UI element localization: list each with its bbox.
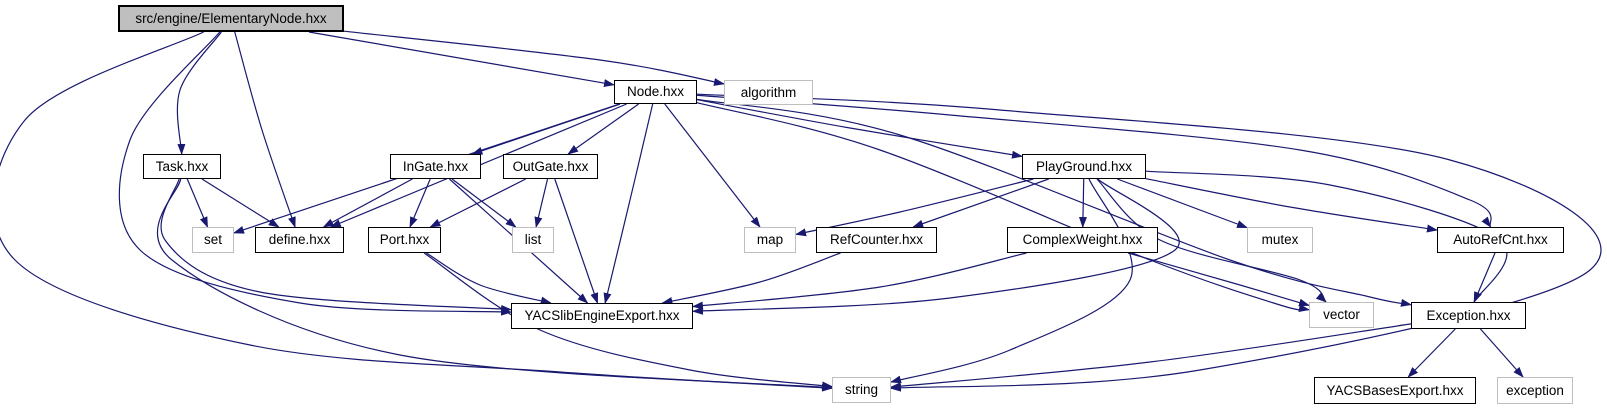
graph-node-refcounter[interactable]: RefCounter.hxx bbox=[816, 227, 937, 253]
edge-root-to-node bbox=[308, 31, 615, 88]
graph-node-node[interactable]: Node.hxx bbox=[614, 80, 697, 104]
edge-task-to-define bbox=[201, 178, 280, 228]
edge-node-to-yacslib bbox=[603, 103, 654, 304]
edge-autorefcnt-to-exception_hxx bbox=[1473, 252, 1496, 303]
edge-task-to-set bbox=[186, 178, 209, 228]
edge-task-to-string bbox=[156, 178, 833, 391]
edge-playground-to-vector bbox=[1096, 178, 1327, 303]
edge-refcounter-to-yacslib bbox=[661, 252, 841, 305]
graph-node-exception_std: exception bbox=[1497, 377, 1573, 404]
edge-exception_hxx-to-string bbox=[890, 323, 1412, 391]
edge-playground-to-complexweight bbox=[1078, 178, 1087, 228]
edge-playground-to-mutex bbox=[1117, 178, 1248, 229]
edge-playground-to-autorefcnt bbox=[1145, 178, 1438, 233]
graph-node-algorithm: algorithm bbox=[724, 80, 813, 105]
graph-node-root: src/engine/ElementaryNode.hxx bbox=[118, 5, 344, 32]
edge-node-to-exception_hxx bbox=[696, 98, 1412, 307]
edge-outgate-to-port bbox=[429, 178, 526, 228]
edge-exception_hxx-to-exception_std bbox=[1480, 328, 1524, 378]
edge-root-to-define bbox=[234, 31, 296, 228]
graph-node-define[interactable]: define.hxx bbox=[255, 227, 344, 253]
edge-node-to-map bbox=[664, 103, 761, 228]
edge-port-to-yacslib bbox=[426, 252, 552, 305]
graph-node-vector: vector bbox=[1309, 302, 1374, 328]
graph-node-mutex: mutex bbox=[1247, 227, 1313, 253]
edge-playground-to-refcounter bbox=[912, 178, 1049, 228]
graph-node-yacslib[interactable]: YACSlibEngineExport.hxx bbox=[511, 303, 693, 329]
edge-playground-to-yacslib bbox=[692, 178, 1180, 315]
edge-task-to-yacslib bbox=[160, 178, 512, 313]
graph-node-complexweight[interactable]: ComplexWeight.hxx bbox=[1007, 227, 1158, 253]
graph-node-exception_hxx[interactable]: Exception.hxx bbox=[1411, 302, 1526, 329]
graph-node-task[interactable]: Task.hxx bbox=[143, 154, 221, 179]
edge-root-to-algorithm bbox=[343, 30, 725, 86]
edge-playground-to-exception_hxx bbox=[1145, 170, 1508, 303]
edge-complexweight-to-vector bbox=[1127, 252, 1310, 307]
graph-node-map: map bbox=[744, 227, 796, 253]
edge-root-to-task bbox=[176, 31, 222, 155]
edge-node-to-string bbox=[696, 93, 1602, 392]
edge-ingate-to-define bbox=[322, 178, 413, 228]
graph-node-playground[interactable]: PlayGround.hxx bbox=[1022, 154, 1146, 179]
edge-ingate-to-list bbox=[451, 178, 517, 228]
edge-root-to-string bbox=[0, 31, 833, 392]
edge-node-to-autorefcnt bbox=[696, 94, 1492, 228]
edge-ingate-to-port bbox=[409, 178, 431, 228]
graph-node-autorefcnt[interactable]: AutoRefCnt.hxx bbox=[1437, 227, 1564, 253]
graph-node-list: list bbox=[512, 227, 554, 253]
graph-node-ingate[interactable]: InGate.hxx bbox=[390, 154, 481, 179]
edge-root-to-yacslib bbox=[118, 31, 512, 316]
edge-complexweight-to-yacslib bbox=[692, 252, 1027, 310]
graph-node-port[interactable]: Port.hxx bbox=[368, 227, 441, 253]
graph-node-string: string bbox=[832, 377, 891, 403]
graph-node-yacsbases[interactable]: YACSBasesExport.hxx bbox=[1314, 377, 1476, 404]
edge-node-to-playground bbox=[696, 99, 1023, 159]
edge-exception_hxx-to-yacsbases bbox=[1407, 328, 1456, 378]
edge-port-to-string bbox=[423, 252, 833, 390]
graph-node-outgate[interactable]: OutGate.hxx bbox=[503, 154, 598, 179]
edge-playground-to-string bbox=[890, 178, 1133, 384]
edge-outgate-to-yacslib bbox=[554, 178, 599, 304]
edge-node-to-outgate bbox=[567, 103, 639, 155]
edge-outgate-to-list bbox=[534, 178, 549, 228]
graph-node-set: set bbox=[192, 227, 234, 253]
